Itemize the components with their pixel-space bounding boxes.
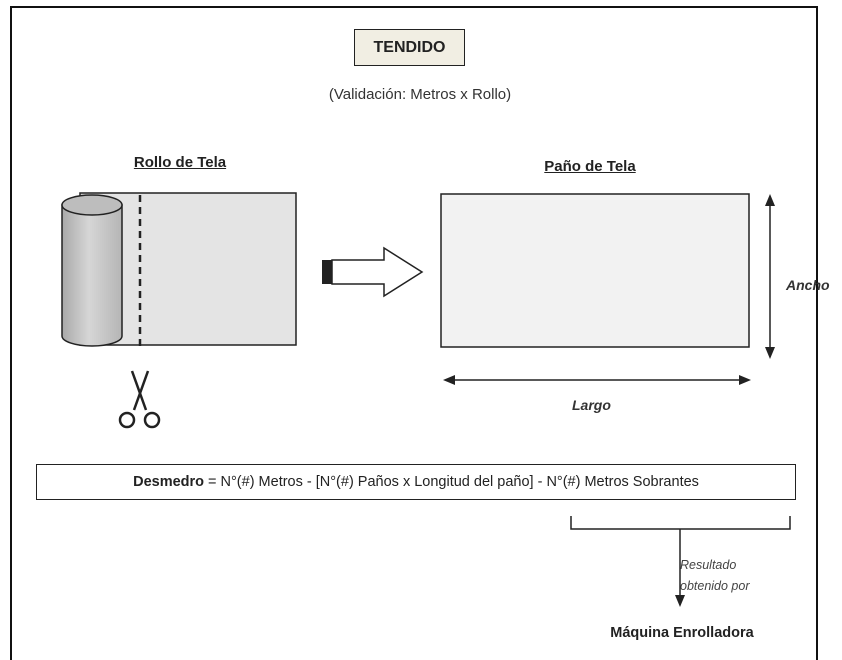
scissors-icon <box>120 371 159 427</box>
sobrantes-bracket <box>571 516 790 529</box>
result-note: Resultado obtenido por <box>680 555 750 597</box>
roll-top <box>62 195 122 215</box>
result-note-line2: obtenido por <box>680 576 750 597</box>
length-arrow <box>443 375 751 385</box>
pano-heading: Paño de Tela <box>515 158 665 175</box>
width-arrow <box>765 194 775 359</box>
diagram-title: TENDIDO <box>354 29 465 66</box>
hollow-arrow-icon <box>322 248 422 296</box>
machine-label: Máquina Enrolladora <box>582 625 782 641</box>
formula-expression: = N°(#) Metros - [N°(#) Paños x Longitud… <box>204 474 699 490</box>
diagram-subtitle: (Validación: Metros x Rollo) <box>290 86 550 103</box>
roll-cylinder <box>62 205 122 346</box>
length-label: Largo <box>572 397 611 413</box>
fabric-roll <box>62 193 296 348</box>
formula-term: Desmedro <box>133 474 204 490</box>
roll-heading: Rollo de Tela <box>110 154 250 171</box>
width-label: Ancho <box>786 277 830 293</box>
cloth-sheet <box>441 194 749 347</box>
result-note-line1: Resultado <box>680 555 750 576</box>
formula-box: Desmedro = N°(#) Metros - [N°(#) Paños x… <box>36 464 796 500</box>
